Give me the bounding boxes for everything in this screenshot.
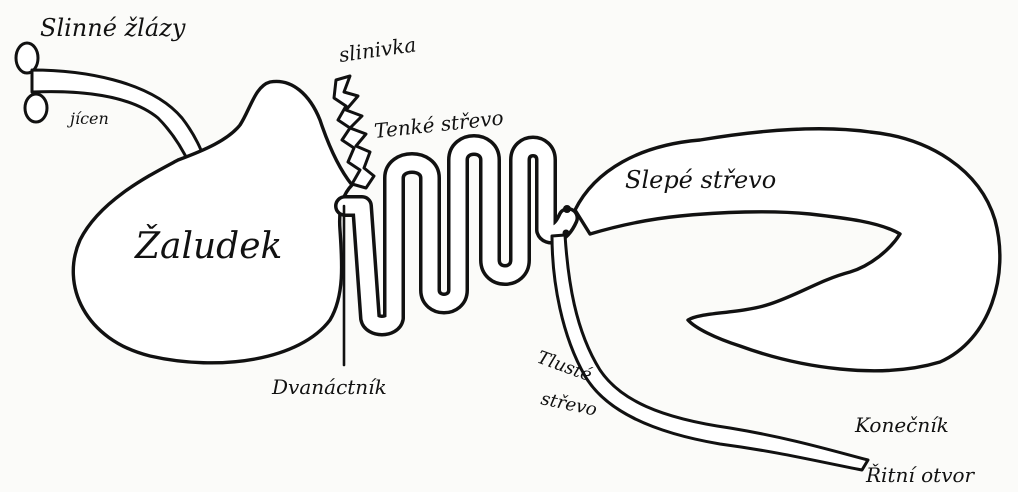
label-salivary-glands: Slinné žlázy bbox=[40, 14, 186, 42]
label-esophagus: jícen bbox=[67, 109, 109, 128]
ileocecal-junction-dot bbox=[563, 205, 571, 213]
esophagus bbox=[32, 70, 205, 165]
label-stomach: Žaludek bbox=[134, 225, 282, 267]
label-cecum: Slepé střevo bbox=[625, 166, 776, 194]
label-duodenum: Dvanáctník bbox=[271, 375, 387, 399]
label-anus: Řitní otvor bbox=[865, 463, 976, 487]
label-rectum: Konečník bbox=[854, 413, 949, 437]
label-colon-line2: střevo bbox=[539, 388, 599, 420]
label-pancreas: slinivka bbox=[337, 32, 417, 67]
stomach bbox=[73, 81, 352, 362]
colon-junction-dot bbox=[563, 230, 570, 237]
